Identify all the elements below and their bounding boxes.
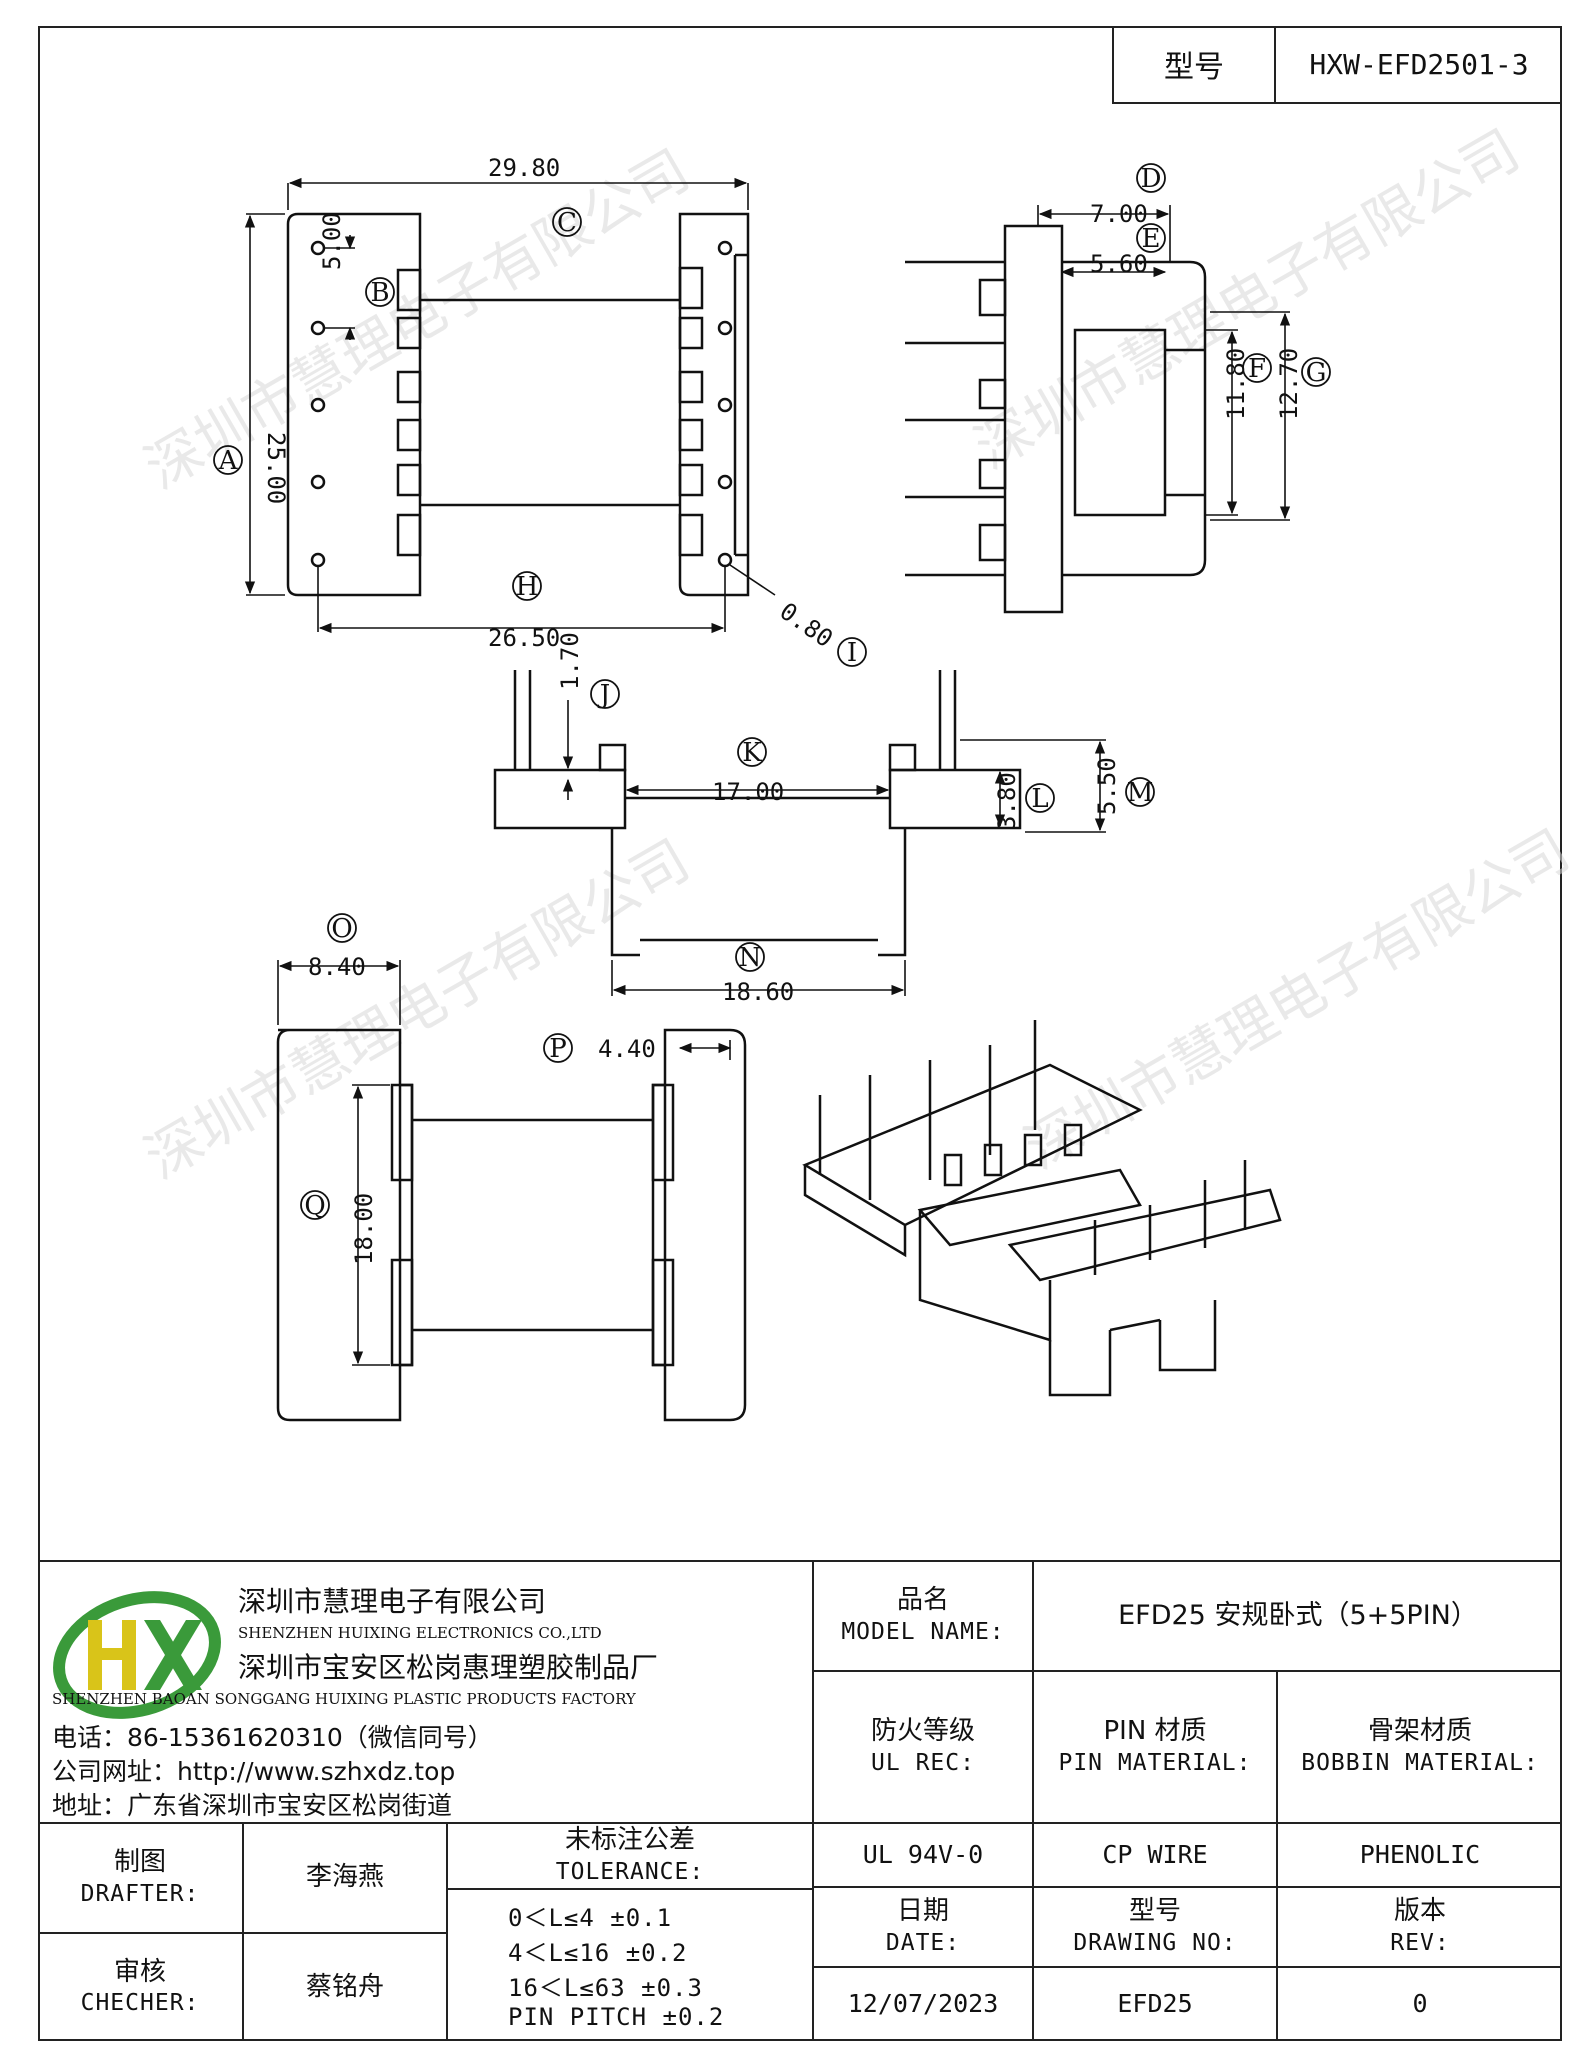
drawing-no-value: EFD25: [1117, 1989, 1193, 2019]
dim-A: 25.00: [262, 432, 290, 504]
drawing-frame: [38, 26, 1562, 2041]
circled-labels: C B A H I D E F G J K L M N O P Q: [218, 164, 1327, 1221]
dim-C: 29.80: [488, 154, 560, 182]
watermark-4: 深圳市慧理电子有限公司: [1015, 818, 1581, 1182]
company-phone: 电话：86-15361620310（微信同号）: [52, 1723, 493, 1752]
label-circles: [213, 163, 1331, 1220]
checker-value: 蔡铭舟: [305, 1971, 384, 2002]
technical-drawing: 深圳市慧理电子有限公司 深圳市慧理电子有限公司 深圳市慧理电子有限公司 深圳市慧…: [135, 118, 1581, 1560]
date-value: 12/07/2023: [847, 1989, 999, 2019]
dim-L: 3.80: [993, 772, 1021, 830]
revision-value: 0: [1412, 1989, 1428, 2019]
label-F: F: [1248, 354, 1266, 384]
factory-name-en: SHENZHEN BAOAN SONGGANG HUIXING PLASTIC …: [52, 1690, 636, 1708]
factory-name-cn: 深圳市宝安区松岗惠理塑胶制品厂: [238, 1651, 659, 1684]
fire-rating-label: 防火等级 UL REC:: [870, 1716, 975, 1776]
dim-D: 7.00: [1090, 200, 1148, 228]
dim-H: 26.50: [488, 624, 560, 652]
tolerance-label: 未标注公差 TOLERANCE:: [555, 1825, 705, 1885]
drafter-label: 制图 DRAFTER:: [80, 1847, 200, 1907]
checker-label: 审核 CHECHER:: [80, 1956, 200, 2017]
model-name-label: 品名 MODEL NAME:: [841, 1585, 1005, 1645]
label-D: D: [1141, 164, 1162, 194]
company-logo: [53, 1591, 221, 1719]
dim-O: 8.40: [308, 953, 366, 981]
model-value: HXW-EFD2501-3: [1309, 47, 1529, 81]
label-O: O: [331, 914, 352, 944]
bobbin-material-value: PHENOLIC: [1359, 1839, 1481, 1869]
end-view: [276, 1028, 747, 1422]
label-J: J: [597, 680, 610, 710]
side-view: [905, 224, 1207, 614]
label-N: N: [739, 943, 762, 973]
dim-N: 18.60: [722, 978, 794, 1006]
revision-label: 版本 REV:: [1390, 1896, 1450, 1956]
label-K: K: [742, 738, 762, 768]
label-G: G: [1306, 358, 1327, 388]
drawing-no-label: 型号 DRAWING NO:: [1073, 1896, 1237, 1956]
company-address: 地址：广东省深圳市宝安区松岗街道: [52, 1791, 453, 1820]
dim-J: 1.70: [556, 632, 584, 690]
label-L: L: [1031, 784, 1048, 814]
dim-E: 5.60: [1090, 250, 1148, 278]
fire-rating-value: UL 94V-0: [862, 1839, 984, 1869]
isometric-view: [802, 1020, 1282, 1397]
model-name-value: EFD25 安规卧式（5+5PIN）: [1118, 1600, 1478, 1632]
tolerance-table: 0＜L≤4 ±0.1 4＜L≤16 ±0.2 16＜L≤63 ±0.3 PIN …: [508, 1898, 808, 2031]
label-A: A: [218, 446, 239, 476]
watermark-2: 深圳市慧理电子有限公司: [965, 118, 1531, 482]
label-B: B: [370, 278, 389, 308]
dim-M: 5.50: [1093, 757, 1121, 815]
pin-material-value: CP WIRE: [1102, 1839, 1208, 1869]
top-view: [286, 212, 750, 597]
dim-I: 0.80: [775, 597, 838, 653]
dim-K: 17.00: [712, 778, 784, 806]
tolerance-row: 16＜L≤63 ±0.3: [508, 1974, 703, 2002]
front-view: [493, 670, 1022, 957]
company-website: 公司网址：http://www.szhxdz.top: [52, 1757, 456, 1786]
dim-P: 4.40: [598, 1035, 656, 1063]
model-number-box: 型号 HXW-EFD2501-3: [1112, 26, 1562, 104]
tolerance-row: 4＜L≤16 ±0.2: [508, 1939, 688, 1967]
dimension-lines: [244, 177, 1291, 1366]
watermarks: 深圳市慧理电子有限公司 深圳市慧理电子有限公司 深圳市慧理电子有限公司 深圳市慧…: [135, 118, 1581, 1560]
date-label: 日期 DATE:: [885, 1896, 961, 1956]
label-H: H: [516, 572, 539, 602]
tolerance-row: 0＜L≤4 ±0.1: [508, 1904, 673, 1932]
model-label: 型号: [1114, 26, 1276, 102]
label-P: P: [549, 1034, 567, 1064]
bobbin-material-label: 骨架材质 BOBBIN MATERIAL:: [1301, 1716, 1539, 1776]
dim-B: 5.00: [318, 212, 346, 270]
company-name-cn: 深圳市慧理电子有限公司: [238, 1585, 547, 1618]
tolerance-row: PIN PITCH ±0.2: [508, 2003, 725, 2031]
label-C: C: [557, 208, 577, 238]
dim-Q: 18.00: [350, 1193, 378, 1265]
dim-G: 12.70: [1275, 348, 1303, 420]
pin-material-label: PIN 材质 PIN MATERIAL:: [1058, 1716, 1252, 1776]
label-E: E: [1142, 224, 1161, 254]
title-block: 深圳市慧理电子有限公司 SHENZHEN HUIXING ELECTRONICS…: [38, 1560, 1562, 2041]
drafter-value: 李海燕: [305, 1862, 384, 1893]
label-M: M: [1127, 778, 1154, 808]
company-name-en: SHENZHEN HUIXING ELECTRONICS CO.,LTD: [238, 1624, 602, 1642]
label-Q: Q: [304, 1191, 325, 1221]
watermark-3: 深圳市慧理电子有限公司: [135, 828, 701, 1192]
label-I: I: [847, 638, 857, 668]
